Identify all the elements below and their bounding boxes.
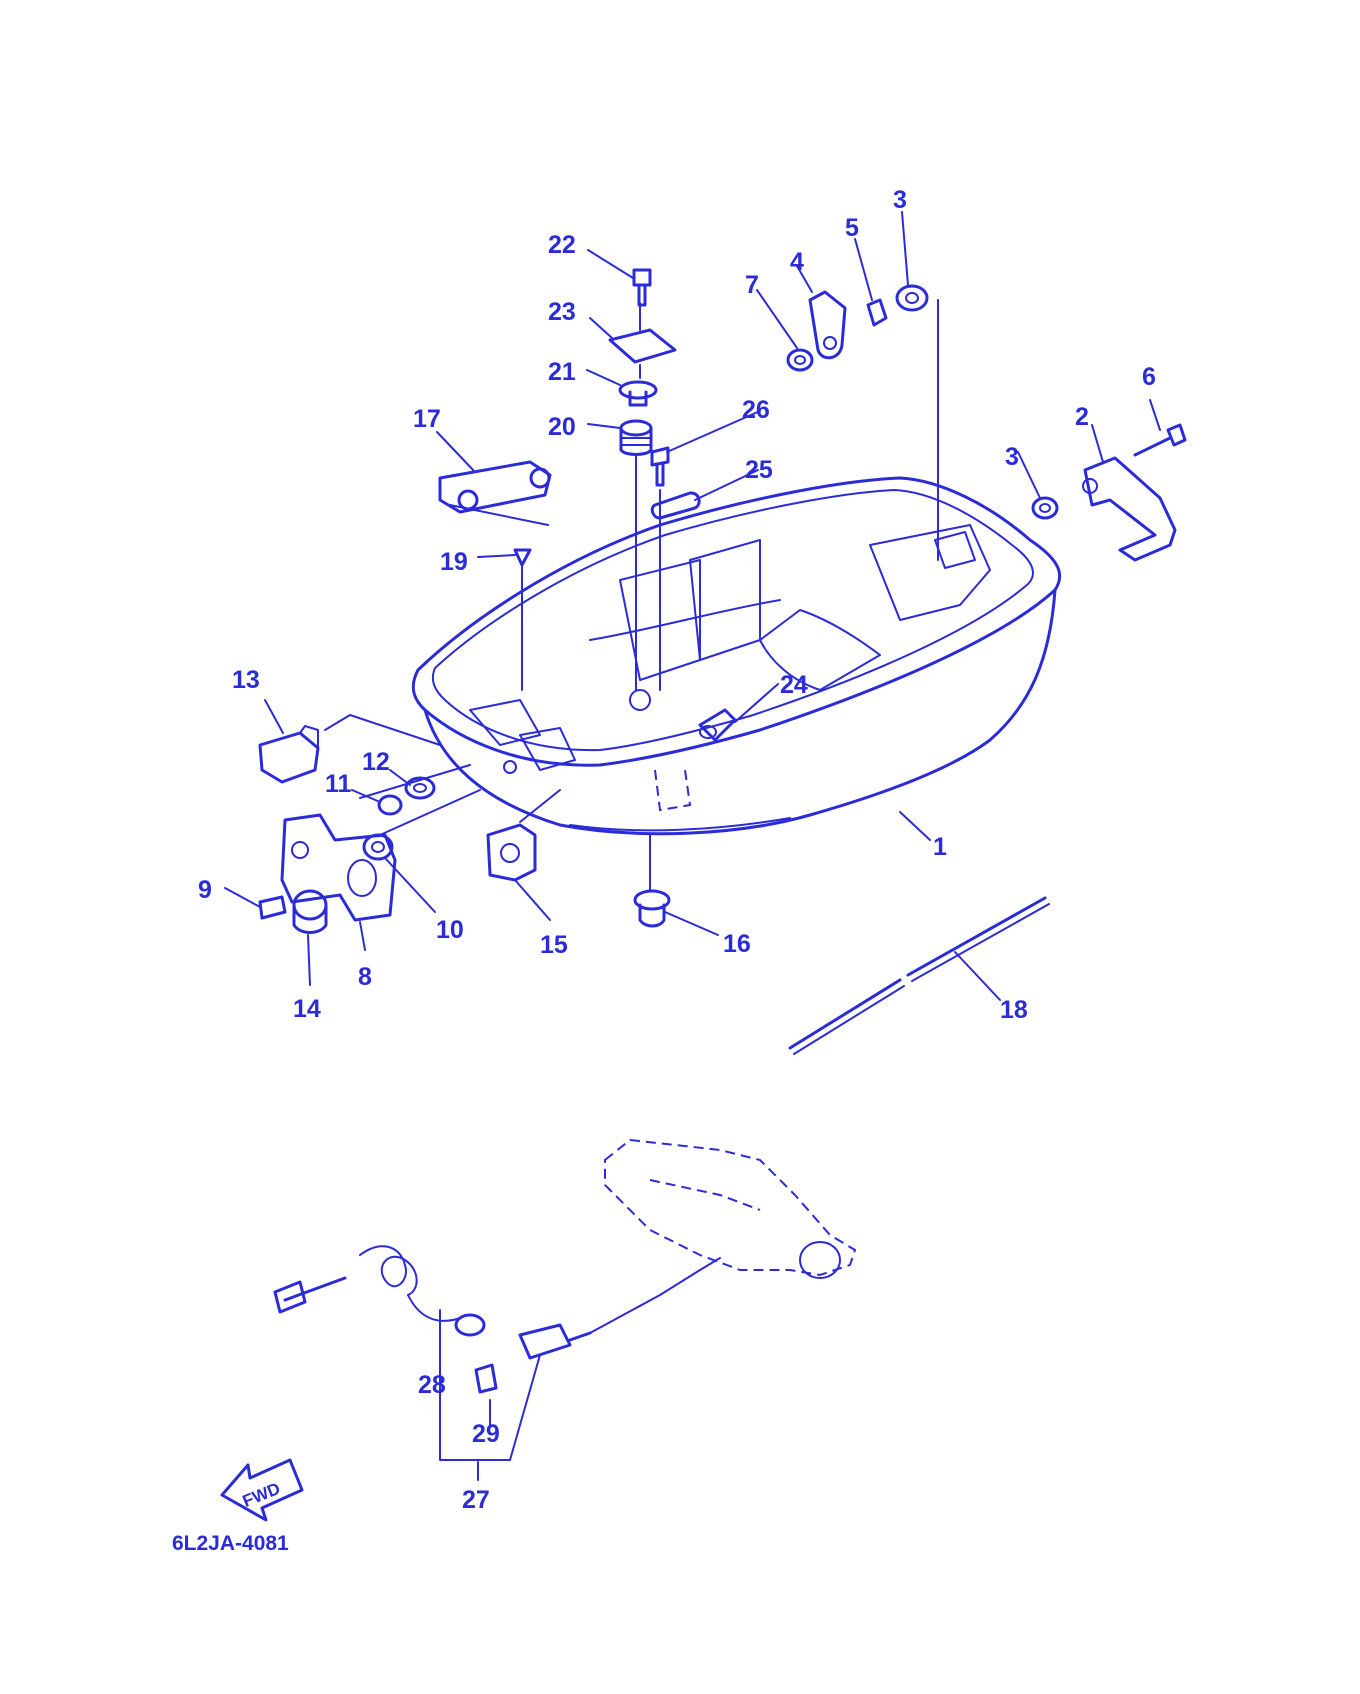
callout-27: 27 <box>462 1486 490 1514</box>
callout-15: 15 <box>540 931 568 959</box>
clip-5 <box>866 298 888 327</box>
callout-20: 20 <box>548 413 576 441</box>
callout-labels: 1 2 3 3 4 5 6 7 8 9 10 11 12 13 14 15 16… <box>198 186 1156 1514</box>
callout-19: 19 <box>440 548 468 576</box>
callout-10: 10 <box>436 916 464 944</box>
grommet-3-top <box>895 284 929 312</box>
fwd-label: FWD <box>240 1479 283 1511</box>
rod-18 <box>788 896 1050 1055</box>
callout-28: 28 <box>418 1371 446 1399</box>
bolt-9 <box>258 895 287 920</box>
strip-25 <box>650 491 701 520</box>
grommet-3-side <box>1031 496 1059 520</box>
callout-16: 16 <box>723 930 751 958</box>
clip-24 <box>698 708 737 742</box>
callout-22: 22 <box>548 231 576 259</box>
cap-29 <box>474 1363 498 1394</box>
callout-3: 3 <box>893 186 907 214</box>
callout-29: 29 <box>472 1420 500 1448</box>
callout-5: 5 <box>845 214 859 242</box>
plate-8 <box>280 813 397 922</box>
callout-25: 25 <box>745 456 773 484</box>
lanyard-28 <box>273 1245 486 1337</box>
leader-lines <box>224 211 1161 1481</box>
callout-7: 7 <box>745 271 759 299</box>
callout-14: 14 <box>293 995 321 1023</box>
plate-23 <box>608 328 677 364</box>
lever-4 <box>808 290 847 360</box>
callout-4: 4 <box>790 248 804 276</box>
bolt-6 <box>1133 423 1187 457</box>
bolt-22 <box>632 268 652 307</box>
callout-24: 24 <box>780 671 808 699</box>
nut-11 <box>377 794 403 816</box>
engine-outline <box>604 1138 857 1279</box>
callout-3: 3 <box>1005 443 1019 471</box>
screw-26 <box>650 446 670 487</box>
diagram-code: 6L2JA-4081 <box>172 1532 289 1555</box>
cap-14 <box>292 889 328 934</box>
callout-11: 11 <box>325 770 352 798</box>
grommet-12 <box>404 776 436 800</box>
plug-13 <box>258 725 320 784</box>
bracket-17 <box>438 460 552 514</box>
bottom-cowling <box>411 476 1062 836</box>
callout-6: 6 <box>1142 363 1156 391</box>
bracket-2 <box>1082 456 1177 562</box>
callout-21: 21 <box>548 358 576 386</box>
callout-17: 17 <box>413 405 441 433</box>
pin-19 <box>513 548 532 691</box>
nut-7 <box>786 348 814 372</box>
callout-18: 18 <box>1000 996 1028 1024</box>
callout-26: 26 <box>742 396 770 424</box>
callout-13: 13 <box>232 666 260 694</box>
callout-9: 9 <box>198 876 212 904</box>
grommet-20 <box>619 419 653 456</box>
drain-plug-16 <box>633 889 671 928</box>
fwd-arrow-icon: FWD <box>220 1458 304 1522</box>
callout-1: 1 <box>933 833 947 861</box>
callout-2: 2 <box>1075 403 1089 431</box>
stop-switch-27 <box>518 1257 721 1360</box>
switch-15 <box>486 823 537 882</box>
washer-21 <box>618 380 658 407</box>
callout-8: 8 <box>358 963 372 991</box>
callout-23: 23 <box>548 298 576 326</box>
callout-12: 12 <box>362 748 390 776</box>
